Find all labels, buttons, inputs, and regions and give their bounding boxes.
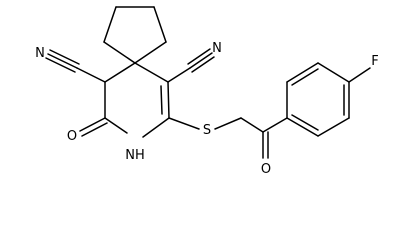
cyclopentane-ring [103, 6, 167, 64]
sulfur-atom: S [203, 123, 211, 138]
piperidine-ring [104, 62, 170, 138]
lactam-carbonyl [79, 117, 108, 137]
fluorophenyl-ring [286, 62, 371, 137]
atom-labels: N N O NH S O F [35, 41, 379, 177]
lactam-oxygen: O [67, 129, 77, 144]
amide-nh: NH [125, 148, 145, 163]
molecule-structure: N N O NH S O F [35, 6, 379, 177]
nitrile-left [45, 49, 106, 83]
nitrile-right [167, 48, 215, 83]
thioether-chain [168, 117, 288, 159]
fluorine-atom: F [371, 54, 378, 69]
nitrile-nitrogen-right: N [212, 41, 222, 56]
ketone-oxygen: O [261, 162, 271, 177]
nitrile-nitrogen-left: N [35, 46, 45, 61]
